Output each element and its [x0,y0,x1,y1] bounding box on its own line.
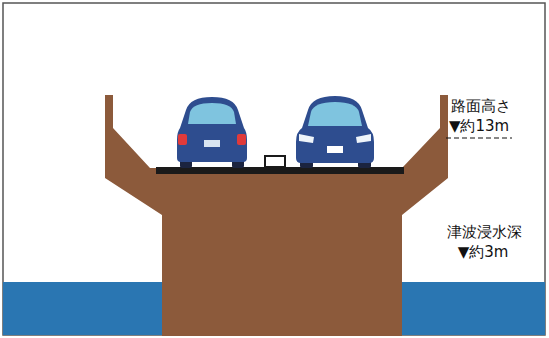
bridge-pier [105,95,448,336]
median [265,156,285,167]
car-rear [177,97,247,168]
road-surface [156,167,404,174]
road-height-line [446,137,512,138]
water-right [400,282,545,335]
tsunami-depth-value: ▼約3m [458,243,509,261]
water-left [3,282,163,335]
car-front [296,96,374,168]
frame [3,3,545,335]
road-height-value: ▼約13m [449,117,509,135]
tsunami-depth-label: 津波浸水深 [447,223,522,241]
road-height-label: 路面高さ [451,97,511,115]
